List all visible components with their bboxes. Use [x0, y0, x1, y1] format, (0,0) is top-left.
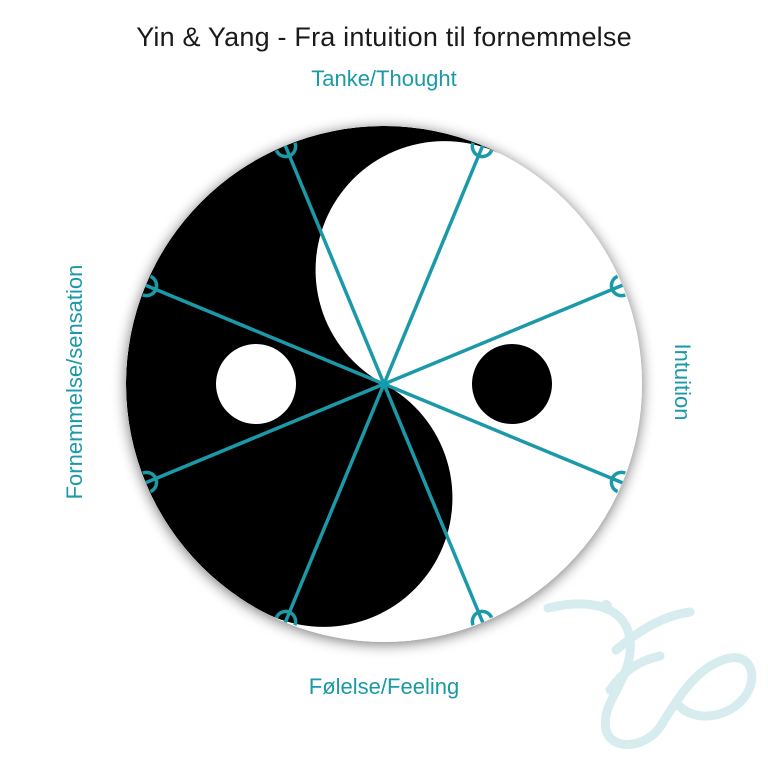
spoke-line — [383, 283, 624, 386]
spoke-line — [382, 383, 485, 624]
spoke-end-marker — [142, 470, 159, 494]
yang-dot — [216, 344, 296, 424]
spoke-end-marker — [609, 274, 626, 298]
spoke-end-marker — [609, 470, 626, 494]
label-thought: Tanke/Thought — [311, 66, 457, 91]
spoke-line — [382, 144, 485, 385]
spoke-end-marker — [470, 142, 494, 159]
spoke-line — [383, 382, 624, 485]
yin-yang-symbol — [126, 126, 506, 627]
spoke-line — [283, 383, 386, 624]
spoke-end-marker — [142, 274, 159, 298]
label-feeling: Følelse/Feeling — [308, 674, 460, 699]
spoke-end-marker — [274, 609, 298, 626]
spoke-line — [144, 382, 385, 485]
diagram-title: Yin & Yang - Fra intuition til fornemmel… — [136, 22, 632, 52]
spoke-end-marker — [274, 142, 298, 159]
spokes-group — [142, 142, 626, 626]
spoke-line — [283, 144, 386, 385]
heron-logo-icon — [543, 599, 757, 749]
spoke-end-marker — [470, 609, 494, 626]
spoke-line — [144, 283, 385, 386]
yin-dot — [472, 344, 552, 424]
yin-region — [126, 126, 506, 627]
